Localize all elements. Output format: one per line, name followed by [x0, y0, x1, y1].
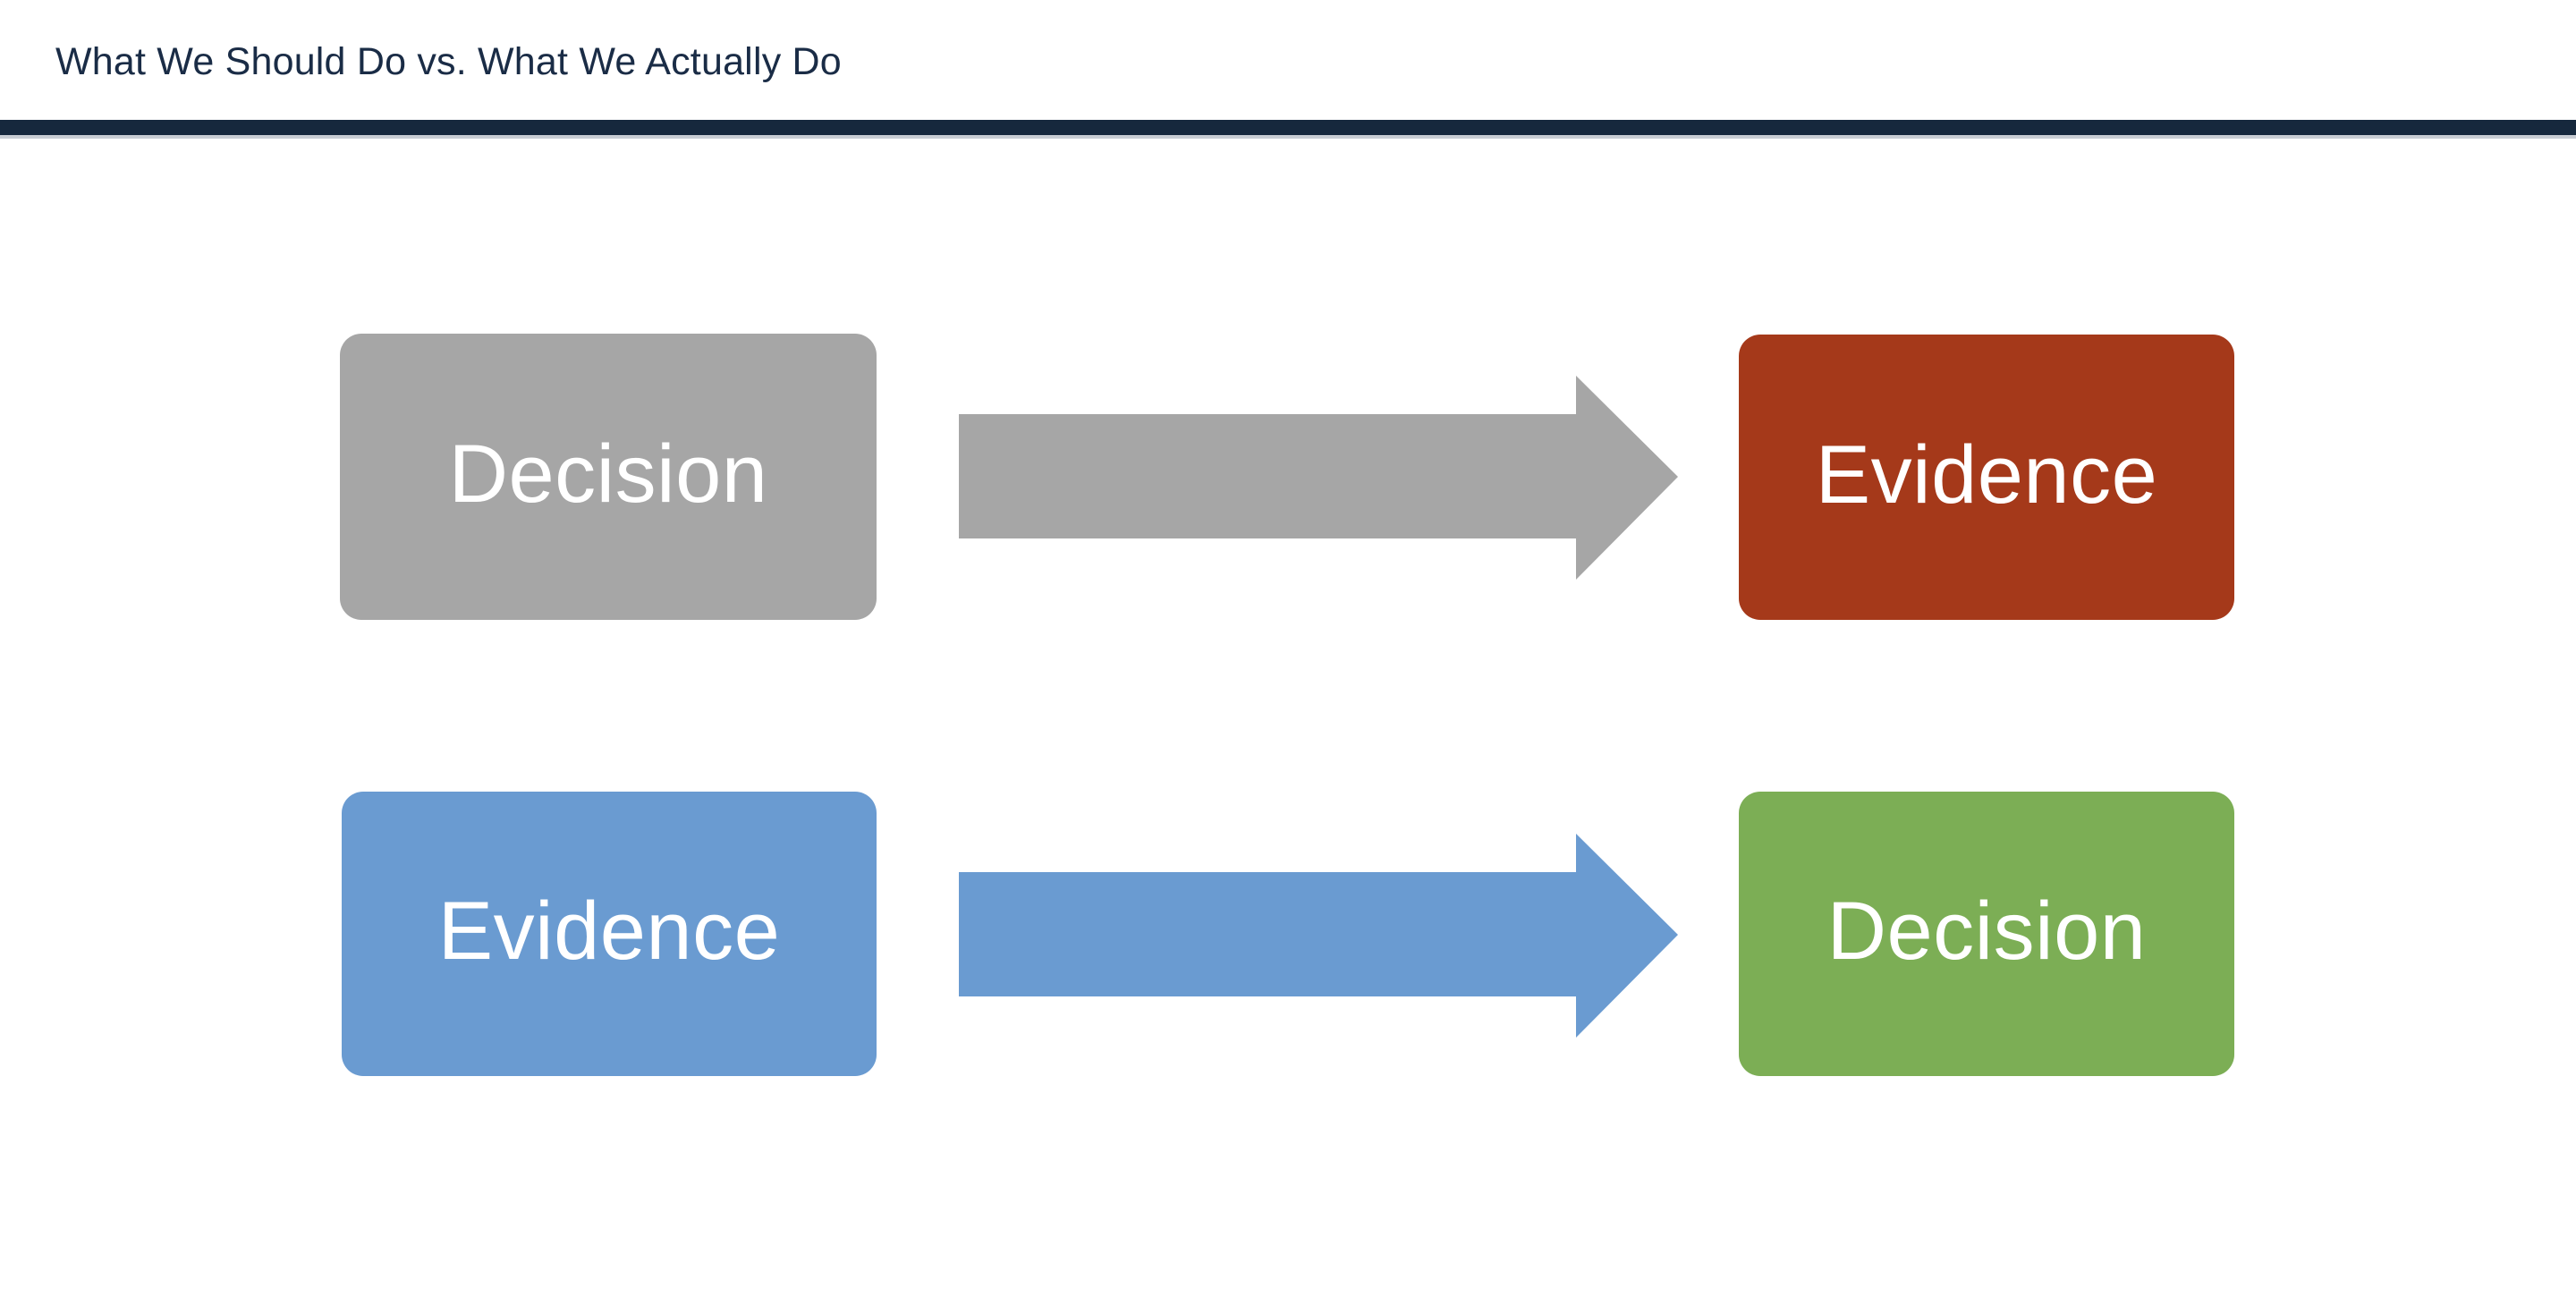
right-arrow-icon	[959, 834, 1678, 1038]
title-divider-rule	[0, 120, 2576, 135]
node-label: Evidence	[437, 886, 781, 977]
node-actual-target[interactable]: Decision	[1739, 792, 2234, 1076]
title-divider-shadow	[0, 135, 2576, 139]
node-label: Decision	[1826, 886, 2147, 977]
diagram-body: Decision Evidence Evidence Decision	[0, 139, 2576, 1297]
node-should-source[interactable]: Decision	[340, 334, 877, 620]
node-label: Decision	[448, 428, 768, 520]
connector-arrow-row1	[959, 376, 1678, 580]
right-arrow-icon	[959, 376, 1678, 580]
node-actual-source[interactable]: Evidence	[342, 792, 877, 1076]
page-title: What We Should Do vs. What We Actually D…	[55, 40, 842, 83]
slide-title-area: What We Should Do vs. What We Actually D…	[0, 0, 2576, 120]
node-should-target[interactable]: Evidence	[1739, 335, 2234, 620]
node-label: Evidence	[1815, 428, 2158, 521]
connector-arrow-row2	[959, 834, 1678, 1038]
